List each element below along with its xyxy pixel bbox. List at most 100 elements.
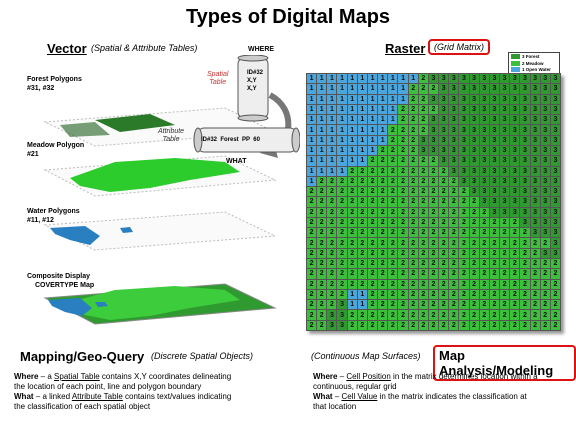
meadow-layer-label: Meadow Polygon#21 [27, 142, 85, 158]
grid-cell: 1 [378, 84, 388, 94]
grid-cell: 3 [459, 135, 469, 145]
grid-cell: 2 [489, 259, 500, 269]
grid-cell: 1 [398, 94, 408, 104]
grid-cell: 2 [530, 269, 540, 279]
grid-cell: 1 [367, 74, 378, 84]
grid-cell: 2 [428, 248, 439, 259]
grid-cell: 3 [510, 197, 520, 207]
grid-cell: 3 [489, 176, 500, 187]
grid-cell: 2 [408, 207, 418, 217]
grid-cell: 1 [307, 115, 317, 125]
grid-cell: 3 [459, 115, 469, 125]
grid-cell: 3 [530, 217, 540, 228]
grid-cell: 2 [500, 259, 510, 269]
legend-item-water: 1 Open Water [509, 67, 559, 73]
grid-cell: 2 [388, 156, 398, 166]
grid-cell: 2 [418, 259, 428, 269]
grid-cell: 2 [307, 197, 317, 207]
grid-cell: 2 [479, 269, 489, 279]
grid-cell: 2 [307, 228, 317, 238]
grid-cell: 2 [510, 259, 520, 269]
grid-cell: 3 [530, 74, 540, 84]
grid-cell: 2 [388, 238, 398, 248]
grid-cell: 2 [439, 207, 449, 217]
grid-cell: 3 [530, 84, 540, 94]
grid-cell: 2 [408, 259, 418, 269]
grid-cell: 2 [408, 320, 418, 330]
grid-cell: 2 [459, 187, 469, 197]
grid-cell: 1 [327, 125, 337, 135]
grid-cell: 2 [357, 197, 367, 207]
grid-cell: 1 [357, 74, 367, 84]
grid-cell: 2 [337, 228, 347, 238]
grid-cell: 3 [489, 74, 500, 84]
grid-cell: 3 [459, 84, 469, 94]
grid-cell: 2 [439, 259, 449, 269]
grid-cell: 2 [378, 145, 388, 156]
grid-cell: 2 [327, 289, 337, 300]
grid-cell: 2 [489, 320, 500, 330]
grid-cell: 2 [439, 217, 449, 228]
grid-cell: 1 [337, 135, 347, 145]
grid-cell: 3 [469, 135, 479, 145]
grid-cell: 2 [307, 300, 317, 310]
grid-cell: 2 [489, 248, 500, 259]
grid-cell: 1 [357, 145, 367, 156]
grid-cell: 3 [520, 145, 530, 156]
grid-cell: 2 [398, 279, 408, 289]
grid-cell: 3 [500, 74, 510, 84]
grid-cell: 2 [428, 289, 439, 300]
grid-cell: 2 [378, 310, 388, 320]
grid-cell: 2 [510, 310, 520, 320]
grid-cell: 2 [327, 300, 337, 310]
grid-cell: 2 [479, 300, 489, 310]
grid-cell: 2 [378, 279, 388, 289]
grid-cell: 3 [540, 197, 550, 207]
grid-cell: 2 [357, 166, 367, 176]
grid-cell: 3 [500, 135, 510, 145]
grid-cell: 3 [459, 74, 469, 84]
grid-cell: 2 [378, 156, 388, 166]
grid-cell: 2 [428, 166, 439, 176]
grid-cell: 3 [540, 248, 550, 259]
where-label: WHERE [248, 46, 275, 53]
grid-cell: 1 [378, 135, 388, 145]
grid-cell: 3 [510, 176, 520, 187]
grid-cell: 3 [510, 207, 520, 217]
grid-cell: 3 [520, 156, 530, 166]
grid-cell: 2 [469, 259, 479, 269]
grid-cell: 3 [479, 74, 489, 84]
grid-cell: 2 [357, 310, 367, 320]
grid-cell: 3 [500, 84, 510, 94]
grid-cell: 3 [550, 238, 560, 248]
grid-cell: 2 [428, 228, 439, 238]
grid-cell: 3 [459, 94, 469, 104]
grid-cell: 3 [428, 74, 439, 84]
grid-cell: 1 [337, 125, 347, 135]
grid-cell: 3 [489, 207, 500, 217]
grid-cell: 3 [439, 94, 449, 104]
grid-cell: 2 [367, 156, 378, 166]
grid-cell: 2 [500, 310, 510, 320]
grid-cell: 2 [418, 248, 428, 259]
grid-cell: 2 [398, 217, 408, 228]
grid-cell: 2 [510, 269, 520, 279]
grid-cell: 1 [347, 94, 357, 104]
grid-cell: 2 [418, 94, 428, 104]
grid-cell: 2 [398, 187, 408, 197]
grid-cell: 2 [500, 300, 510, 310]
grid-cell: 2 [388, 197, 398, 207]
grid-cell: 3 [540, 207, 550, 217]
grid-cell: 1 [347, 84, 357, 94]
grid-cell: 2 [367, 289, 378, 300]
grid-cell: 2 [550, 289, 560, 300]
grid-cell: 2 [408, 156, 418, 166]
grid-cell: 2 [530, 300, 540, 310]
grid-cell: 3 [510, 74, 520, 84]
grid-cell: 2 [408, 197, 418, 207]
grid-cell: 2 [307, 259, 317, 269]
grid-cell: 2 [530, 310, 540, 320]
grid-cell: 2 [479, 238, 489, 248]
map-analysis-subheading: (Continuous Map Surfaces) [311, 351, 421, 361]
